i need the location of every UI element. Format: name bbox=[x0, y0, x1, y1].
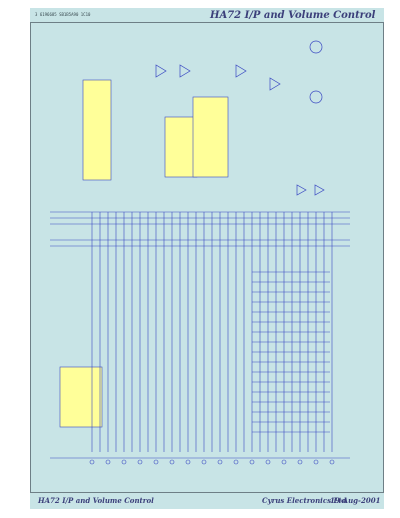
footer-date: 19-Aug-2001 bbox=[330, 496, 381, 505]
footer-strip bbox=[30, 492, 384, 509]
resistor-ladder bbox=[252, 271, 330, 433]
relay-driver-block bbox=[59, 366, 103, 428]
input-connector-block bbox=[82, 79, 112, 181]
opamp-2 bbox=[179, 64, 191, 78]
opamp-4 bbox=[269, 77, 281, 91]
title-strip bbox=[30, 8, 384, 23]
drawing-number: 3 6196685 SB1B5A90 1C10 bbox=[35, 12, 91, 17]
schematic-drawing bbox=[50, 40, 350, 465]
mux-ic-block bbox=[164, 116, 198, 178]
horizontal-bus bbox=[50, 211, 350, 247]
bottom-connector-row bbox=[50, 457, 350, 465]
opamp-6 bbox=[314, 184, 325, 196]
opamp-5 bbox=[296, 184, 307, 196]
volume-ic-block bbox=[192, 96, 229, 178]
transistor-q1 bbox=[309, 40, 323, 54]
opamp-1 bbox=[155, 64, 167, 78]
opamp-group bbox=[155, 64, 325, 196]
opamp-3 bbox=[235, 64, 247, 78]
footer-company: Cyrus Electronics Ltd bbox=[262, 496, 347, 505]
sheet-title: HA72 I/P and Volume Control bbox=[210, 10, 376, 21]
footer-title: HA72 I/P and Volume Control bbox=[38, 496, 154, 505]
transistor-q2 bbox=[309, 90, 323, 104]
